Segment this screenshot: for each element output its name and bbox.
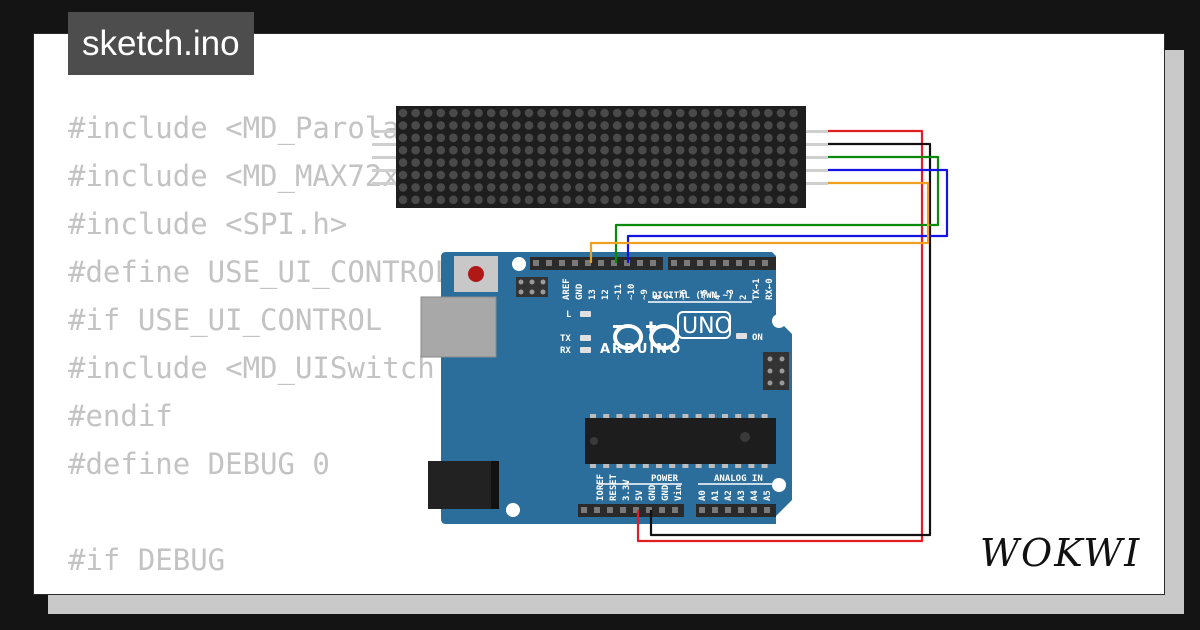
digital-pin-label: ~11 <box>614 284 624 300</box>
arduino-logo: ARDUINO UNO <box>600 311 732 357</box>
power-pin-label: GND <box>648 484 658 501</box>
wire-din[interactable] <box>614 155 940 263</box>
digital-pin-label: ~9 <box>640 289 650 300</box>
digital-pin-label: 8 <box>653 295 663 300</box>
wire-clk[interactable] <box>589 181 930 263</box>
digital-pin-label: 13 <box>588 289 598 300</box>
analog-pin-label: A4 <box>750 490 760 501</box>
power-header <box>578 504 776 517</box>
digital-pin-label: 2 <box>739 295 749 300</box>
analog-pin-label: A2 <box>724 490 734 501</box>
mounting-hole <box>772 314 786 328</box>
led-matrix-module[interactable] <box>396 106 806 208</box>
led-rx-label: RX <box>560 346 571 356</box>
digital-pin-label: 7 <box>666 295 676 300</box>
matrix-output-pins <box>806 130 828 185</box>
led-matrix-dots <box>398 108 798 205</box>
sketch-title: sketch.ino <box>68 12 254 75</box>
power-pin-label: RESET <box>609 473 619 501</box>
analog-in-label: ANALOG IN <box>714 474 763 484</box>
icsp2-header <box>763 352 789 390</box>
code-line: #include <SPI.h> <box>68 207 348 241</box>
digital-pin-label: AREF <box>562 278 572 300</box>
led-on-label: ON <box>752 333 763 343</box>
digital-pwm-label: DIGITAL (PWM ~) <box>652 291 733 301</box>
atmega-chip <box>585 414 776 468</box>
led-tx-label: TX <box>560 334 571 344</box>
reset-button[interactable] <box>454 256 498 292</box>
analog-pin-label: A3 <box>737 490 747 501</box>
power-pin-label: IOREF <box>596 474 606 501</box>
mounting-hole <box>506 503 520 517</box>
analog-pin-label: A5 <box>763 490 773 501</box>
digital-pin-label: GND <box>575 283 585 300</box>
board-leds: L TX RX ON <box>560 310 763 356</box>
code-line: #endif <box>68 399 173 433</box>
mounting-hole <box>772 478 786 492</box>
analog-pin-label: A0 <box>698 490 708 501</box>
digital-header <box>530 257 776 270</box>
wires <box>589 129 949 543</box>
wokwi-logo-text: WOKWI <box>980 531 1141 575</box>
mounting-hole <box>512 257 526 271</box>
digital-pin-label: 12 <box>601 289 611 300</box>
matrix-input-pins <box>372 130 398 185</box>
arduino-brand-text: ARDUINO <box>600 342 682 357</box>
arduino-model-text: UNO <box>682 314 732 339</box>
digital-pin-label: RX←0 <box>765 278 775 300</box>
power-pin-label: Vin <box>673 485 684 501</box>
digital-pin-label: ~10 <box>627 284 637 300</box>
icsp-header <box>516 277 548 297</box>
analog-pin-label: A1 <box>711 490 721 501</box>
power-jack <box>428 461 499 509</box>
wire-gnd[interactable] <box>649 142 932 537</box>
power-label: POWER <box>651 474 679 484</box>
power-pin-label: 5V <box>635 490 645 501</box>
usb-connector <box>420 296 497 358</box>
code-line: #if USE_UI_CONTROL <box>68 303 383 337</box>
wire-cs[interactable] <box>626 168 949 263</box>
digital-pin-label: ~6 <box>679 289 689 300</box>
digital-pin-label: ~5 <box>700 289 710 300</box>
code-line: #if DEBUG <box>68 543 226 577</box>
digital-pin-label: 4 <box>713 294 723 300</box>
code-line: #define PRINT(s, x) { Serial.print(F(s))… <box>68 584 1116 594</box>
digital-pin-label: ~3 <box>726 289 736 300</box>
power-pin-label: GND <box>661 484 671 501</box>
wire-vcc[interactable] <box>636 129 924 543</box>
wokwi-logo: WOKWI <box>980 531 1141 575</box>
power-pin-label: 3.3V <box>622 479 632 501</box>
code-line: #define DEBUG 0 <box>68 447 330 481</box>
digital-pin-label: TX→1 <box>752 278 762 300</box>
led-l-label: L <box>566 310 572 320</box>
